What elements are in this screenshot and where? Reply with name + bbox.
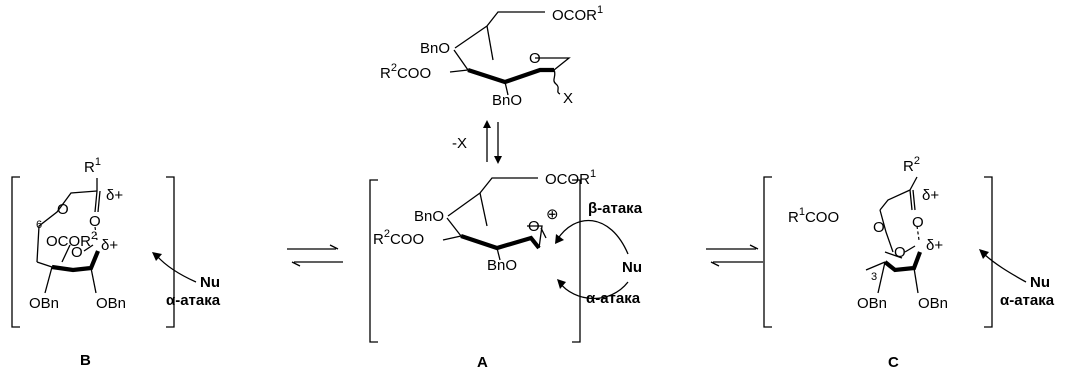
- vertical-equilibrium-arrows: -X: [452, 120, 502, 164]
- structure-B-bridged-ion: R1 δ+ δ+ 6 O O OCOR2 O OBn OBn B: [11, 156, 175, 369]
- C-delta-anomeric: δ+: [926, 237, 943, 254]
- C-ring-oxygen: O: [894, 244, 906, 261]
- A-nu-label: Nu: [622, 259, 642, 276]
- A-r2coo-label: R2COO: [373, 228, 424, 248]
- donor-ocor1-label: OCOR1: [552, 4, 603, 24]
- B-alpha-attack-label: α-атака: [166, 292, 221, 309]
- donor-ring-oxygen: O: [529, 50, 541, 67]
- C-caption: C: [888, 354, 899, 369]
- C-alpha-attack-label: α-атака: [1000, 292, 1055, 309]
- equilibrium-arrows-B-A: [287, 244, 343, 267]
- donor-leaving-group-x: X: [563, 90, 573, 107]
- donor-bno-upper-label: BnO: [420, 40, 450, 57]
- C-obn-left-label: OBn: [857, 295, 887, 312]
- B-delta-anomeric: δ+: [101, 237, 118, 254]
- A-beta-attack-label: β-атака: [588, 200, 643, 217]
- B-ocor2-label: OCOR2: [46, 230, 97, 250]
- B-r1-label: R1: [84, 156, 101, 176]
- structure-C-bridged-ion: R2 δ+ δ+ R1COO O O O 3 OBn OBn C: [763, 155, 993, 369]
- B-carbonyl-oxygen: O: [89, 213, 101, 230]
- A-caption: A: [477, 354, 488, 369]
- A-ring-oxygen: O: [528, 218, 540, 235]
- B-nu-label: Nu: [200, 274, 220, 291]
- C-ester-oxygen: O: [873, 219, 885, 236]
- donor-r2coo-label: R2COO: [380, 62, 431, 82]
- B-ring-oxygen: O: [71, 244, 83, 261]
- B-obn-right-label: OBn: [96, 295, 126, 312]
- B-caption: B: [80, 352, 91, 369]
- B-obn-left-label: OBn: [29, 295, 59, 312]
- donor-bno-lower-label: BnO: [492, 92, 522, 109]
- glycosyl-donor: OCOR1 BnO R2COO O BnO X: [380, 4, 603, 109]
- B-c6-number: 6: [36, 219, 42, 231]
- C-carbonyl-oxygen: O: [912, 214, 924, 231]
- structure-A-oxocarbenium: OCOR1 O ⊕ BnO R2COO BnO A: [369, 168, 596, 369]
- B-ester-oxygen: O: [57, 201, 69, 218]
- C-obn-right-label: OBn: [918, 295, 948, 312]
- C-r2-label: R2: [903, 155, 920, 175]
- C-r1coo-label: R1COO: [788, 206, 839, 226]
- equilibrium-arrows-A-C: [706, 244, 763, 267]
- A-positive-charge: ⊕: [546, 206, 559, 223]
- A-nucleophile-attack: β-атака α-атака Nu: [555, 200, 643, 307]
- B-delta-carbonyl: δ+: [106, 187, 123, 204]
- C-nucleophile-attack: Nu α-атака: [979, 249, 1055, 309]
- C-c3-number: 3: [871, 271, 877, 283]
- B-nucleophile-attack: Nu α-атака: [152, 252, 221, 309]
- C-delta-carbonyl: δ+: [922, 187, 939, 204]
- A-ocor1-label: OCOR1: [545, 168, 596, 188]
- A-alpha-attack-label: α-атака: [586, 290, 641, 307]
- A-bno-upper-label: BnO: [414, 208, 444, 225]
- leaving-x-label: -X: [452, 135, 467, 152]
- A-bno-lower-label: BnO: [487, 257, 517, 274]
- C-nu-label: Nu: [1030, 274, 1050, 291]
